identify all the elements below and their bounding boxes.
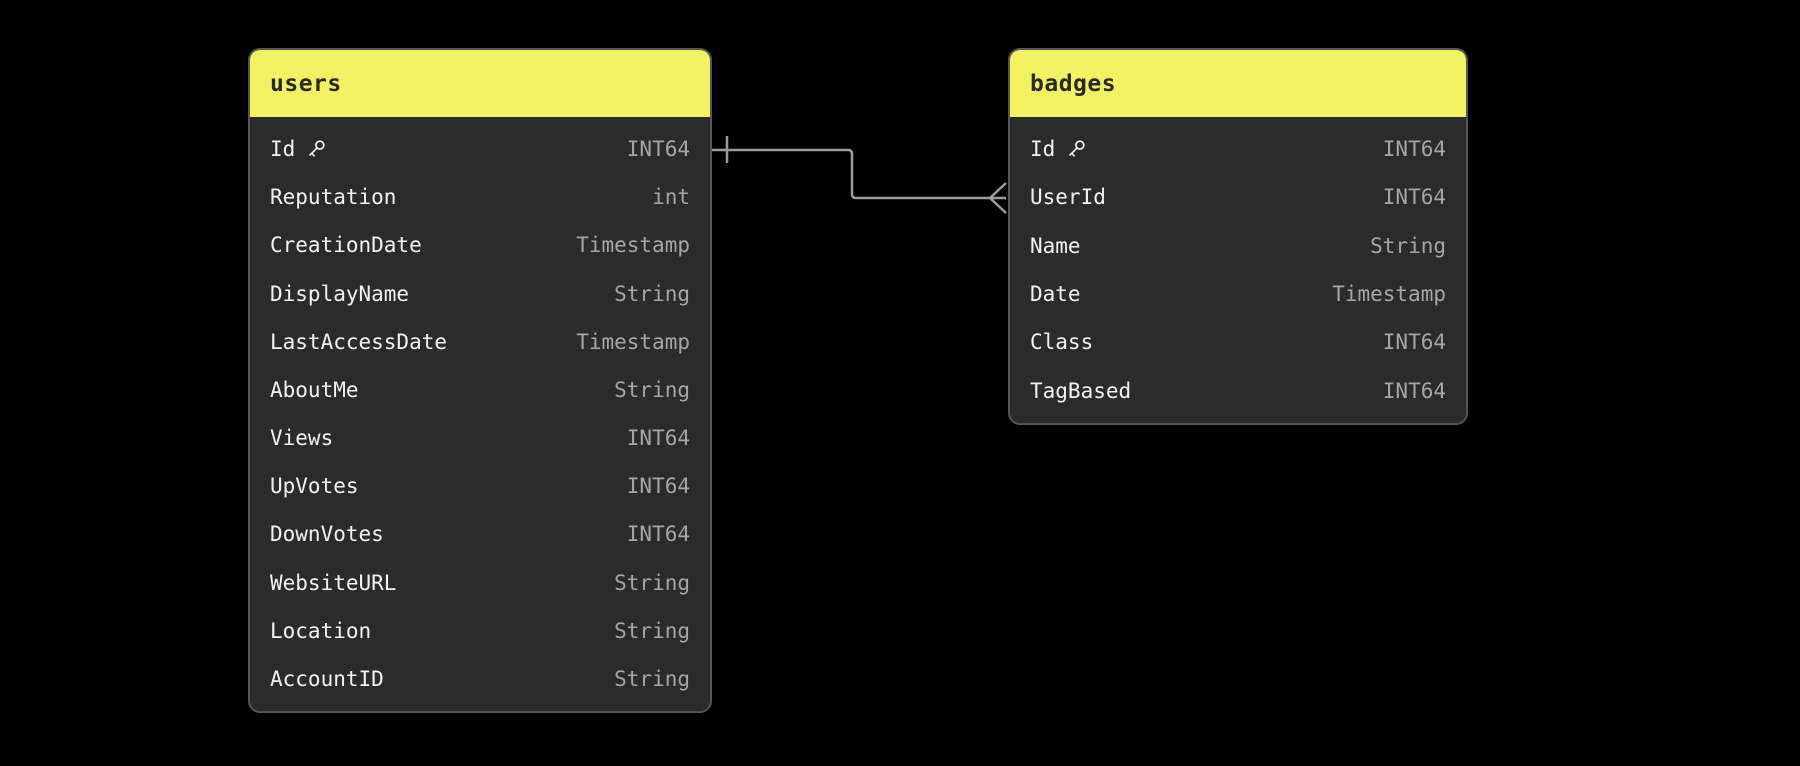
field-name: WebsiteURL: [270, 571, 396, 595]
field-name-label: DownVotes: [270, 522, 384, 547]
field-name: UpVotes: [270, 474, 359, 498]
field-name-label: Date: [1030, 282, 1081, 307]
field-row-users-downvotes[interactable]: DownVotes INT64: [250, 510, 710, 558]
field-name-label: Reputation: [270, 185, 397, 210]
field-type: INT64: [626, 137, 690, 162]
field-name: AccountID: [270, 667, 384, 691]
field-row-users-creationdate[interactable]: CreationDate Timestamp: [250, 221, 710, 269]
table-users-header[interactable]: users: [250, 50, 710, 117]
field-name-label: Name: [1030, 233, 1081, 258]
field-name-label: Location: [270, 618, 372, 643]
table-badges-body: Id INT64 UserId INT64 Name: [1010, 117, 1466, 423]
field-name-label: UpVotes: [270, 474, 359, 499]
field-name: LastAccessDate: [270, 330, 447, 354]
field-type: Timestamp: [576, 329, 690, 354]
field-name-label: Id: [1030, 137, 1056, 162]
field-name: DownVotes: [270, 522, 384, 546]
field-row-badges-id[interactable]: Id INT64: [1010, 125, 1466, 173]
field-type: String: [614, 570, 690, 595]
field-name: Id: [270, 137, 327, 161]
field-name: Class: [1030, 330, 1093, 354]
relationship-line: [712, 148, 990, 200]
field-name-label: LastAccessDate: [270, 329, 448, 354]
field-name-label: Class: [1030, 330, 1094, 355]
field-type: INT64: [1382, 330, 1446, 355]
field-row-badges-class[interactable]: Class INT64: [1010, 318, 1466, 366]
cardinality-many-crowsfoot: [989, 182, 1007, 214]
field-row-badges-tagbased[interactable]: TagBased INT64: [1010, 367, 1466, 415]
field-name: Name: [1030, 234, 1081, 258]
field-type: INT64: [1382, 185, 1446, 210]
table-users[interactable]: users Id INT64 Reputation int: [248, 48, 712, 713]
field-name-label: TagBased: [1030, 378, 1132, 403]
field-row-badges-userid[interactable]: UserId INT64: [1010, 173, 1466, 221]
primary-key-icon: [1069, 140, 1085, 157]
field-type: String: [614, 666, 690, 691]
field-name-label: Views: [270, 426, 334, 451]
field-row-badges-date[interactable]: Date Timestamp: [1010, 270, 1466, 318]
field-type: String: [1370, 233, 1446, 258]
field-row-badges-name[interactable]: Name String: [1010, 222, 1466, 270]
primary-key-icon: [309, 140, 325, 157]
field-type: INT64: [1382, 378, 1446, 403]
field-row-users-upvotes[interactable]: UpVotes INT64: [250, 462, 710, 510]
field-name-label: CreationDate: [270, 233, 422, 258]
field-row-users-accountid[interactable]: AccountID String: [250, 655, 710, 703]
field-name: DisplayName: [270, 282, 409, 306]
field-name: Views: [270, 426, 333, 450]
field-row-users-displayname[interactable]: DisplayName String: [250, 270, 710, 318]
field-name: CreationDate: [270, 233, 422, 257]
field-type: Timestamp: [576, 233, 690, 258]
field-name: UserId: [1030, 185, 1106, 209]
table-title: badges: [1030, 70, 1117, 97]
field-type: String: [614, 281, 690, 306]
field-row-users-location[interactable]: Location String: [250, 607, 710, 655]
field-row-users-views[interactable]: Views INT64: [250, 414, 710, 462]
field-name: AboutMe: [270, 378, 359, 402]
field-name-label: Id: [270, 137, 296, 162]
field-name-label: UserId: [1030, 185, 1106, 210]
field-name: Reputation: [270, 185, 396, 209]
field-name-label: WebsiteURL: [270, 570, 397, 595]
field-row-users-reputation[interactable]: Reputation int: [250, 173, 710, 221]
field-row-users-websiteurl[interactable]: WebsiteURL String: [250, 559, 710, 607]
field-row-users-id[interactable]: Id INT64: [250, 125, 710, 173]
field-type: INT64: [626, 522, 690, 547]
field-name: Location: [270, 619, 371, 643]
field-type: INT64: [626, 474, 690, 499]
field-name-label: DisplayName: [270, 281, 410, 306]
field-type: Timestamp: [1332, 282, 1446, 307]
table-title: users: [270, 70, 342, 97]
field-name-label: AccountID: [270, 666, 384, 691]
field-type: String: [614, 618, 690, 643]
table-badges-header[interactable]: badges: [1010, 50, 1466, 117]
field-row-users-aboutme[interactable]: AboutMe String: [250, 366, 710, 414]
field-type: int: [652, 185, 690, 210]
field-type: String: [614, 377, 690, 402]
field-name: Date: [1030, 282, 1081, 306]
table-badges[interactable]: badges Id INT64 UserId INT64: [1008, 48, 1468, 425]
field-name-label: AboutMe: [270, 377, 359, 402]
field-name: Id: [1030, 137, 1087, 161]
table-users-body: Id INT64 Reputation int CreationDate: [250, 117, 710, 711]
field-name: TagBased: [1030, 379, 1131, 403]
field-row-users-lastaccessdate[interactable]: LastAccessDate Timestamp: [250, 318, 710, 366]
field-type: INT64: [1382, 137, 1446, 162]
field-type: INT64: [626, 426, 690, 451]
